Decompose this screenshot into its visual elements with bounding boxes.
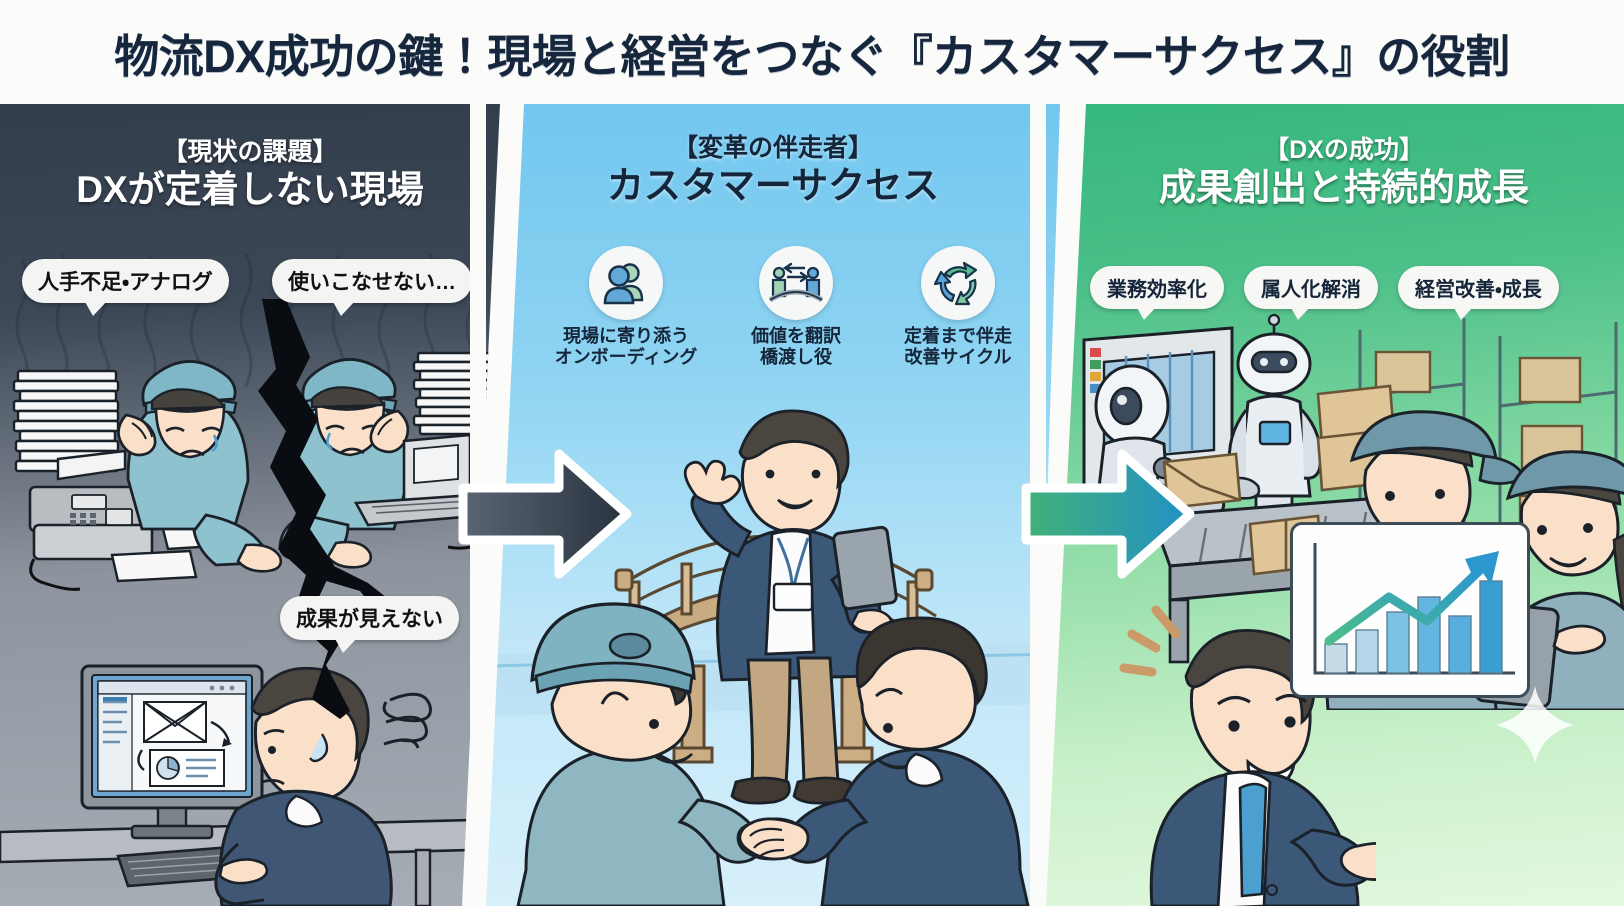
left-kicker: 【現状の課題】: [162, 138, 338, 166]
bubble-labor-shortage: 人手不足・アナログ: [22, 259, 229, 316]
fax-machine: [28, 449, 154, 591]
pill-text: 業務効率化: [1107, 279, 1207, 301]
stressed-worker-a: [117, 360, 283, 573]
left-panel-heading: 【現状の課題】 DXが定着しない現場: [0, 138, 500, 212]
bridge-scene: [486, 409, 1060, 906]
trend-line: [1324, 566, 1484, 646]
panel-current-issues: 【現状の課題】 DXが定着しない現場 人手不足・アナログ 使いこなせない… 成果…: [0, 104, 500, 906]
customer-success-person: [683, 409, 898, 805]
capability-line2: 橋渡し役: [760, 347, 832, 368]
pill-growth: 経営改善・成長: [1398, 266, 1559, 320]
right-kicker: 【DXの成功】: [1264, 136, 1424, 164]
capability-line1: 現場に寄り添う: [563, 326, 689, 346]
bubble-text: 成果が見えない: [296, 608, 443, 631]
pill-deskilling: 属人化解消: [1244, 266, 1378, 320]
stressed-workers-scene: [12, 351, 500, 591]
cracked-ground-icon: [258, 299, 396, 719]
capability-line2: 改善サイクル: [904, 347, 1012, 368]
growth-chart: [1313, 543, 1515, 675]
center-heading: カスタマーサクセス: [606, 164, 940, 206]
arrow-left-to-center: [458, 449, 632, 579]
capability-label: 現場に寄り添う オンボーディング: [546, 326, 706, 368]
manager-at-desktop-scene: [0, 664, 470, 906]
desktop-monitor: [80, 664, 264, 840]
bridge-exchange-icon: [759, 246, 833, 320]
tablet-icon: [832, 525, 898, 611]
management-person: [738, 616, 1030, 906]
trend-arrow-head: [1465, 551, 1499, 585]
cardboard-box: [1162, 452, 1242, 510]
capability-line1: 定着まで伴走: [904, 326, 1012, 346]
capability-line2: オンボーディング: [554, 347, 698, 368]
right-heading: 成果創出と持続的成長: [1159, 166, 1529, 208]
people-icon: [589, 246, 663, 320]
improvement-cycle-icon: [921, 246, 995, 320]
capability-icons: 現場に寄り添う オンボーディング: [540, 246, 1040, 368]
center-kicker: 【変革の伴走者】: [672, 134, 873, 162]
smiling-executive: [1119, 605, 1376, 906]
laptop: [353, 433, 499, 550]
capability-label: 定着まで伴走 改善サイクル: [878, 326, 1038, 368]
bubble-text: 使いこなせない…: [288, 271, 456, 294]
capability-translate: 価値を翻訳 橋渡し役: [716, 246, 876, 368]
right-panel-heading: 【DXの成功】 成果創出と持続的成長: [1064, 136, 1624, 210]
worker-with-tablet-female: [1474, 450, 1624, 710]
panel-customer-success: 【変革の伴走者】 カスタマーサクセス 現場に寄り添う: [486, 104, 1060, 906]
pill-text: 属人化解消: [1261, 279, 1361, 301]
chart-bars: [1324, 580, 1503, 674]
left-heading: DXが定着しない現場: [76, 168, 424, 210]
page-title: 物流DX成功の鍵！現場と経営をつなぐ『カスタマーサクセス』の役割: [114, 30, 1510, 82]
capability-cycle: 定着まで伴走 改善サイクル: [878, 246, 1038, 368]
bubble-cannot-use: 使いこなせない…: [272, 259, 472, 316]
sparkle-icon: [1496, 686, 1574, 764]
capability-label: 価値を翻訳 橋渡し役: [716, 326, 876, 368]
pill-efficiency: 業務効率化: [1090, 266, 1224, 320]
panels-container: 【現状の課題】 DXが定着しない現場 人手不足・アナログ 使いこなせない… 成果…: [0, 104, 1624, 906]
title-bar: 物流DX成功の鍵！現場と経営をつなぐ『カスタマーサクセス』の役割: [0, 0, 1624, 104]
capability-line1: 価値を翻訳: [751, 326, 841, 346]
pill-text: 経営改善・成長: [1415, 279, 1542, 301]
arrow-center-to-right: [1021, 449, 1195, 579]
growth-chart-board: [1290, 522, 1530, 698]
emphasis-strokes: [1119, 605, 1181, 677]
frustration-swirl: [382, 692, 432, 749]
capability-onboarding: 現場に寄り添う オンボーディング: [546, 246, 706, 368]
bubble-text: 人手不足・アナログ: [38, 271, 213, 294]
center-panel-heading: 【変革の伴走者】 カスタマーサクセス: [486, 134, 1060, 208]
bubble-no-results: 成果が見えない: [280, 596, 459, 653]
